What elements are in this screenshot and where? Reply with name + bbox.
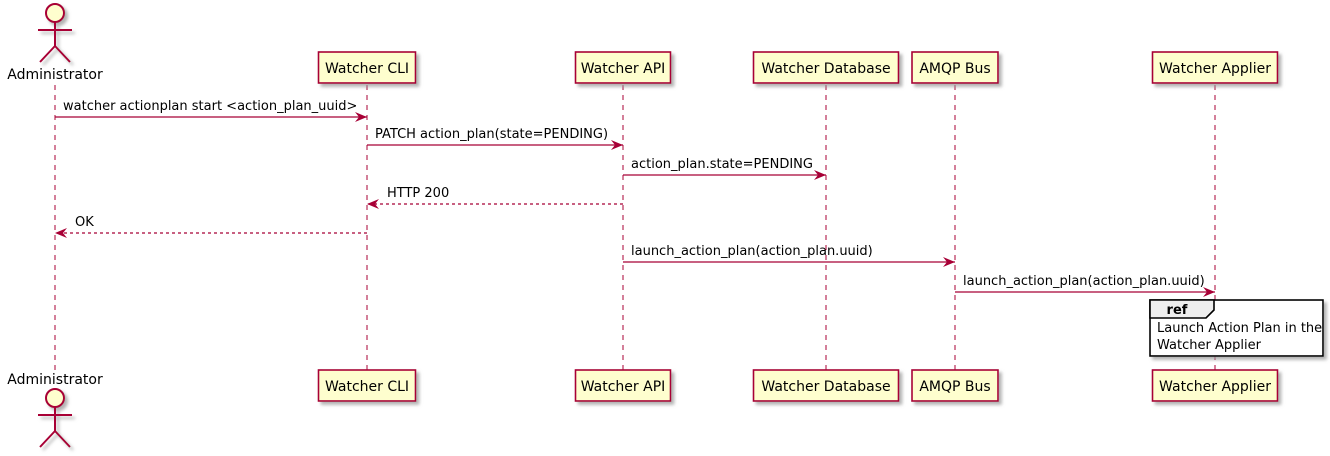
participant-box-rect-amqp-bus xyxy=(911,51,999,84)
message-2: PATCH action_plan(state=PENDING) xyxy=(367,127,623,150)
actor-label-bottom-administrator: Administrator xyxy=(7,372,103,388)
participant-label-watcher-cli: Watcher CLI xyxy=(325,61,409,77)
participant-label-amqp-bus: AMQP Bus xyxy=(919,379,990,395)
message-arrowhead-7 xyxy=(1203,287,1215,297)
participant-box-rect-watcher-applier xyxy=(1151,369,1279,402)
participant-box-rect-watcher-api xyxy=(574,369,672,402)
participant-label-amqp-bus: AMQP Bus xyxy=(919,61,990,77)
message-6: launch_action_plan(action_plan.uuid) xyxy=(623,244,955,267)
participant-label-watcher-applier: Watcher Applier xyxy=(1159,379,1271,395)
participant-box-rect-amqp-bus xyxy=(911,369,999,402)
participant-box-top-watcher-api: Watcher API xyxy=(574,51,672,84)
message-1: watcher actionplan start <action_plan_uu… xyxy=(55,99,367,122)
message-5: OK xyxy=(55,215,367,238)
actor-head xyxy=(45,388,65,408)
participant-box-bottom-watcher-api: Watcher API xyxy=(574,369,672,402)
participant-box-bottom-watcher-applier: Watcher Applier xyxy=(1151,369,1279,402)
participant-box-rect-watcher-database xyxy=(752,51,900,84)
participant-box-rect-watcher-cli xyxy=(317,369,417,402)
participant-box-rect-watcher-applier xyxy=(1151,51,1279,84)
participant-box-rect-watcher-cli xyxy=(317,51,417,84)
message-label-3: action_plan.state=PENDING xyxy=(631,157,813,172)
actor-figure-bottom-administrator xyxy=(38,388,72,448)
ref-header-tab xyxy=(1149,299,1215,319)
message-7: launch_action_plan(action_plan.uuid) xyxy=(955,274,1215,297)
message-arrowhead-4 xyxy=(367,199,379,209)
message-arrowhead-6 xyxy=(943,257,955,267)
actor-leg-left xyxy=(39,430,56,448)
participant-label-watcher-database: Watcher Database xyxy=(761,61,890,77)
participant-box-rect-watcher-api xyxy=(574,51,672,84)
participant-box-bottom-watcher-database: Watcher Database xyxy=(752,369,900,402)
message-arrowhead-2 xyxy=(611,140,623,150)
actor-figure-top-administrator xyxy=(38,3,72,63)
message-label-4: HTTP 200 xyxy=(387,186,449,201)
participant-label-watcher-database: Watcher Database xyxy=(761,379,890,395)
message-arrowhead-1 xyxy=(355,112,367,122)
participant-box-rect-watcher-database xyxy=(752,369,900,402)
participant-box-top-watcher-cli: Watcher CLI xyxy=(317,51,417,84)
ref-keyword: ref xyxy=(1167,303,1188,318)
message-label-5: OK xyxy=(75,215,94,230)
message-4: HTTP 200 xyxy=(367,186,623,209)
participant-box-top-watcher-database: Watcher Database xyxy=(752,51,900,84)
actor-leg-right xyxy=(54,45,71,63)
actor-head xyxy=(45,3,65,23)
message-label-2: PATCH action_plan(state=PENDING) xyxy=(375,127,608,142)
participant-label-watcher-cli: Watcher CLI xyxy=(325,379,409,395)
participant-box-bottom-amqp-bus: AMQP Bus xyxy=(911,369,999,402)
participant-box-top-amqp-bus: AMQP Bus xyxy=(911,51,999,84)
participant-box-top-watcher-applier: Watcher Applier xyxy=(1151,51,1279,84)
participant-label-watcher-applier: Watcher Applier xyxy=(1159,61,1271,77)
participant-box-bottom-watcher-cli: Watcher CLI xyxy=(317,369,417,402)
message-arrowhead-5 xyxy=(55,228,67,238)
participant-label-watcher-api: Watcher API xyxy=(581,61,666,77)
message-label-7: launch_action_plan(action_plan.uuid) xyxy=(963,274,1205,289)
message-label-1: watcher actionplan start <action_plan_uu… xyxy=(63,99,357,114)
message-3: action_plan.state=PENDING xyxy=(623,157,826,180)
actor-label-top-administrator: Administrator xyxy=(7,67,103,83)
ref-text-line-1: Launch Action Plan in the xyxy=(1157,321,1322,336)
ref-text-line-2: Watcher Applier xyxy=(1157,338,1262,353)
actor-leg-right xyxy=(54,430,71,448)
message-arrowhead-3 xyxy=(814,170,826,180)
participant-label-watcher-api: Watcher API xyxy=(581,379,666,395)
message-label-6: launch_action_plan(action_plan.uuid) xyxy=(631,244,873,259)
actor-leg-left xyxy=(39,45,56,63)
